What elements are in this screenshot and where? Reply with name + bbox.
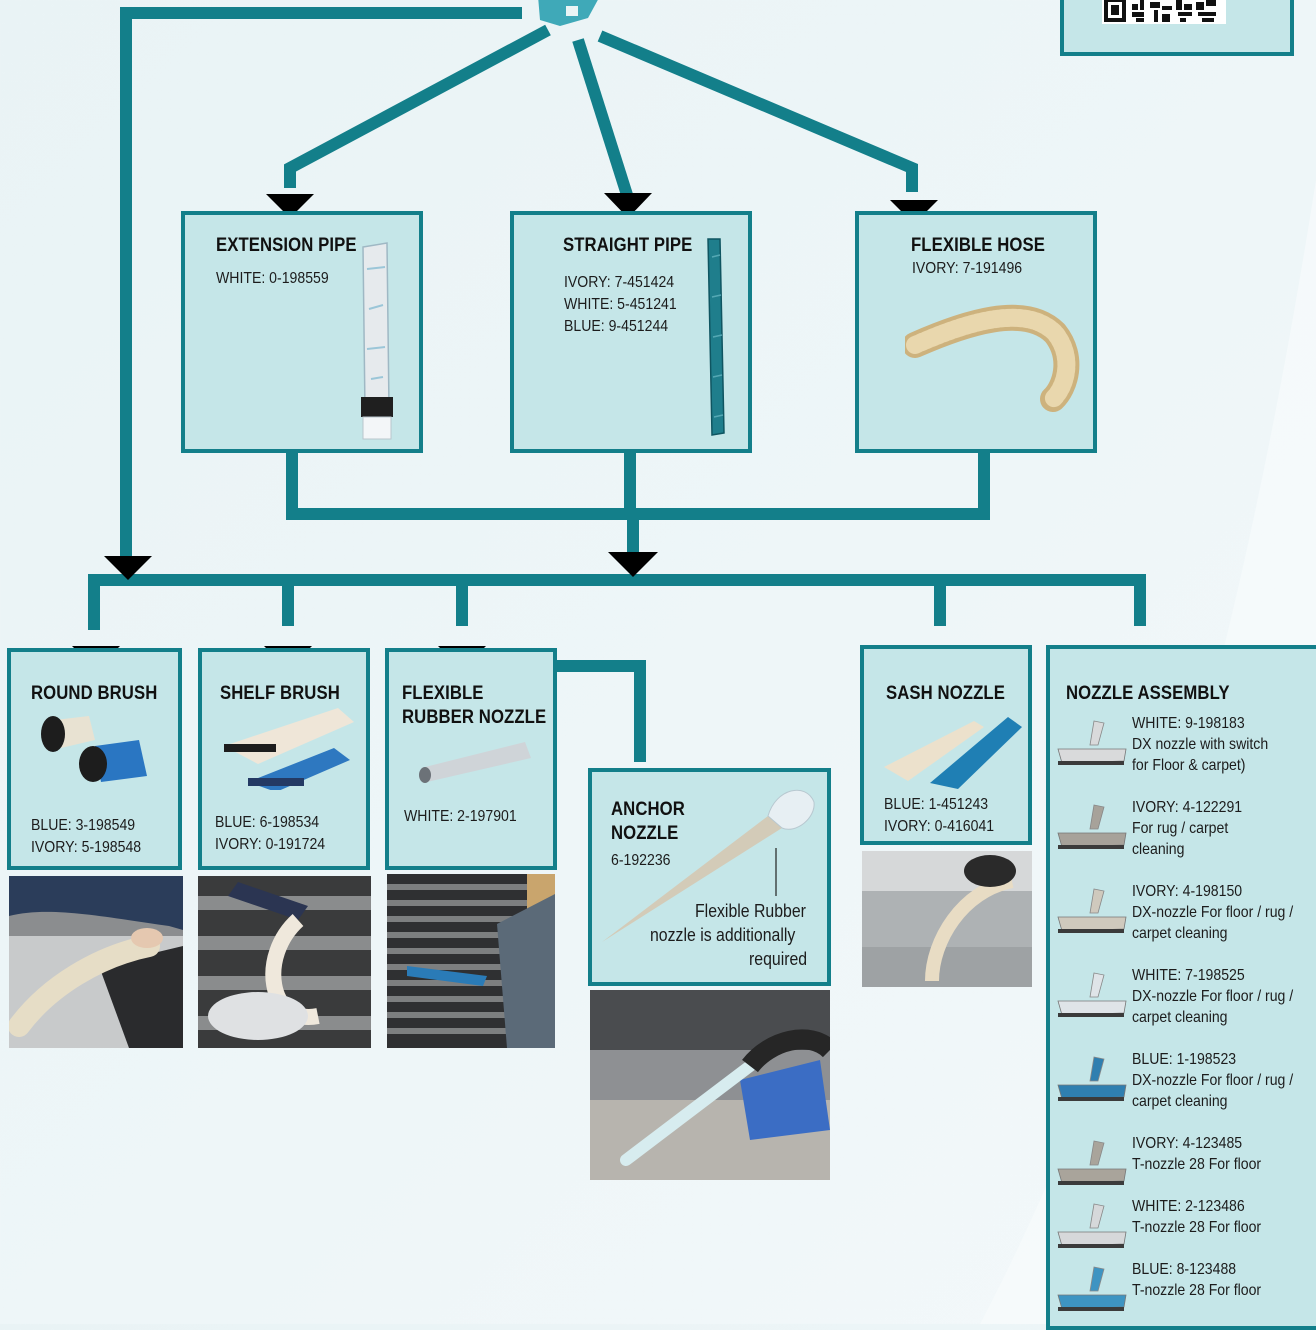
- floor-nozzle-image: [1057, 888, 1127, 933]
- nozzle-assembly-item-line: WHITE: 9-198183: [1132, 715, 1245, 732]
- extension-pipe-title: EXTENSION PIPE: [216, 235, 357, 256]
- flexible-rubber-nozzle-image: [419, 742, 531, 783]
- sash-nozzle-image: [884, 717, 1022, 789]
- straight-pipe-box: STRAIGHT PIPE IVORY: 7-451424 WHITE: 5-4…: [510, 211, 752, 453]
- sash-nozzle-title: SASH NOZZLE: [886, 683, 1005, 704]
- flexible-rubber-nozzle-white: WHITE: 2-197901: [404, 808, 517, 825]
- nozzle-assembly-item-line: IVORY: 4-122291: [1132, 799, 1243, 816]
- anchor-nozzle-box: ANCHOR NOZZLE 6-192236 Flexible Rubber n…: [588, 768, 831, 986]
- shelf-brush-blue: BLUE: 6-198534: [215, 814, 320, 831]
- anchor-nozzle-note-1: Flexible Rubber: [695, 901, 806, 921]
- nozzle-assembly-item-line: IVORY: 4-198150: [1132, 883, 1243, 900]
- nozzle-assembly-box: NOZZLE ASSEMBLY WHITE: 9-198183 DX nozzle…: [1046, 645, 1316, 1330]
- nozzle-assembly-item-line: DX-nozzle For floor / rug /: [1132, 1072, 1294, 1089]
- nozzle-assembly-item-line: carpet cleaning: [1132, 1093, 1228, 1110]
- nozzle-assembly-item-line: WHITE: 7-198525: [1132, 967, 1245, 984]
- flexible-hose-title: FLEXIBLE HOSE: [911, 235, 1045, 256]
- sash-nozzle-box: SASH NOZZLE BLUE: 1-451243 IVORY: 0-4160…: [860, 645, 1032, 845]
- floor-nozzle-image: [1057, 1203, 1127, 1248]
- flexible-rubber-nozzle-box: FLEXIBLE RUBBER NOZZLE WHITE: 2-197901: [385, 648, 557, 870]
- anchor-nozzle-code: 6-192236: [611, 852, 671, 869]
- nozzle-assembly-item-line: T-nozzle 28 For floor: [1132, 1219, 1262, 1236]
- flexible-rubber-nozzle-title-2: RUBBER NOZZLE: [402, 707, 547, 728]
- nozzle-assembly-item-line: for Floor & carpet): [1132, 757, 1246, 774]
- shelf-brush-photo: [198, 876, 371, 1048]
- anchor-nozzle-note-2: nozzle is additionally: [650, 925, 796, 945]
- anchor-nozzle-title-1: ANCHOR: [611, 799, 685, 820]
- straight-pipe-white: WHITE: 5-451241: [564, 296, 677, 313]
- floor-nozzle-image: [1057, 720, 1127, 765]
- qr-code-box: [1060, 0, 1294, 56]
- flexible-hose-image: [905, 304, 1080, 412]
- qr-code-image: [1102, 0, 1226, 24]
- anchor-nozzle-note-3: required: [749, 949, 808, 969]
- straight-pipe-image: [707, 238, 725, 436]
- anchor-nozzle-title-2: NOZZLE: [611, 823, 679, 844]
- nozzle-assembly-title: NOZZLE ASSEMBLY: [1066, 683, 1230, 704]
- anchor-nozzle-photo: [590, 990, 830, 1180]
- sash-nozzle-ivory: IVORY: 0-416041: [884, 818, 995, 835]
- flexible-hose-box: FLEXIBLE HOSE IVORY: 7-191496: [855, 211, 1097, 453]
- nozzle-assembly-item-line: cleaning: [1132, 841, 1185, 858]
- flexible-rubber-nozzle-photo: [387, 874, 555, 1048]
- flexible-rubber-nozzle-title-1: FLEXIBLE: [402, 683, 484, 704]
- floor-nozzle-image: [1057, 1266, 1127, 1311]
- straight-pipe-title: STRAIGHT PIPE: [563, 235, 693, 256]
- nozzle-assembly-item-line: DX nozzle with switch: [1132, 736, 1269, 753]
- shelf-brush-title: SHELF BRUSH: [220, 683, 340, 704]
- shelf-brush-image: [224, 708, 354, 790]
- nozzle-assembly-item-line: BLUE: 8-123488: [1132, 1261, 1237, 1278]
- floor-nozzle-image: [1057, 804, 1127, 849]
- extension-pipe-code: WHITE: 0-198559: [216, 270, 329, 287]
- round-brush-box: ROUND BRUSH BLUE: 3-198549 IVORY: 5-1985…: [7, 648, 182, 870]
- nozzle-assembly-item-line: WHITE: 2-123486: [1132, 1198, 1245, 1215]
- floor-nozzle-image: [1057, 1140, 1127, 1185]
- nozzle-assembly-item-line: T-nozzle 28 For floor: [1132, 1282, 1262, 1299]
- round-brush-blue: BLUE: 3-198549: [31, 817, 136, 834]
- sash-nozzle-photo: [862, 851, 1032, 987]
- nozzle-assembly-item-line: carpet cleaning: [1132, 1009, 1228, 1026]
- nozzle-assembly-item-line: T-nozzle 28 For floor: [1132, 1156, 1262, 1173]
- shelf-brush-ivory: IVORY: 0-191724: [215, 836, 326, 853]
- shelf-brush-box: SHELF BRUSH BLUE: 6-198534 IVORY: 0-1917…: [198, 648, 370, 870]
- extension-pipe-image: [361, 242, 393, 440]
- floor-nozzle-image: [1057, 972, 1127, 1017]
- nozzle-assembly-item-line: carpet cleaning: [1132, 925, 1228, 942]
- round-brush-ivory: IVORY: 5-198548: [31, 839, 142, 856]
- extension-pipe-box: EXTENSION PIPE WHITE: 0-198559: [181, 211, 423, 453]
- straight-pipe-blue: BLUE: 9-451244: [564, 318, 669, 335]
- nozzle-assembly-item-line: DX-nozzle For floor / rug /: [1132, 904, 1294, 921]
- nozzle-assembly-item-line: BLUE: 1-198523: [1132, 1051, 1237, 1068]
- floor-nozzle-image: [1057, 1056, 1127, 1101]
- round-brush-image: [41, 716, 147, 782]
- flexible-hose-ivory: IVORY: 7-191496: [912, 260, 1023, 277]
- round-brush-title: ROUND BRUSH: [31, 683, 158, 704]
- nozzle-assembly-item-line: DX-nozzle For floor / rug /: [1132, 988, 1294, 1005]
- nozzle-assembly-item-line: For rug / carpet: [1132, 820, 1229, 837]
- straight-pipe-ivory: IVORY: 7-451424: [564, 274, 675, 291]
- sash-nozzle-blue: BLUE: 1-451243: [884, 796, 989, 813]
- nozzle-assembly-item-line: IVORY: 4-123485: [1132, 1135, 1243, 1152]
- anchor-nozzle-image: [602, 789, 815, 942]
- round-brush-photo: [9, 876, 183, 1048]
